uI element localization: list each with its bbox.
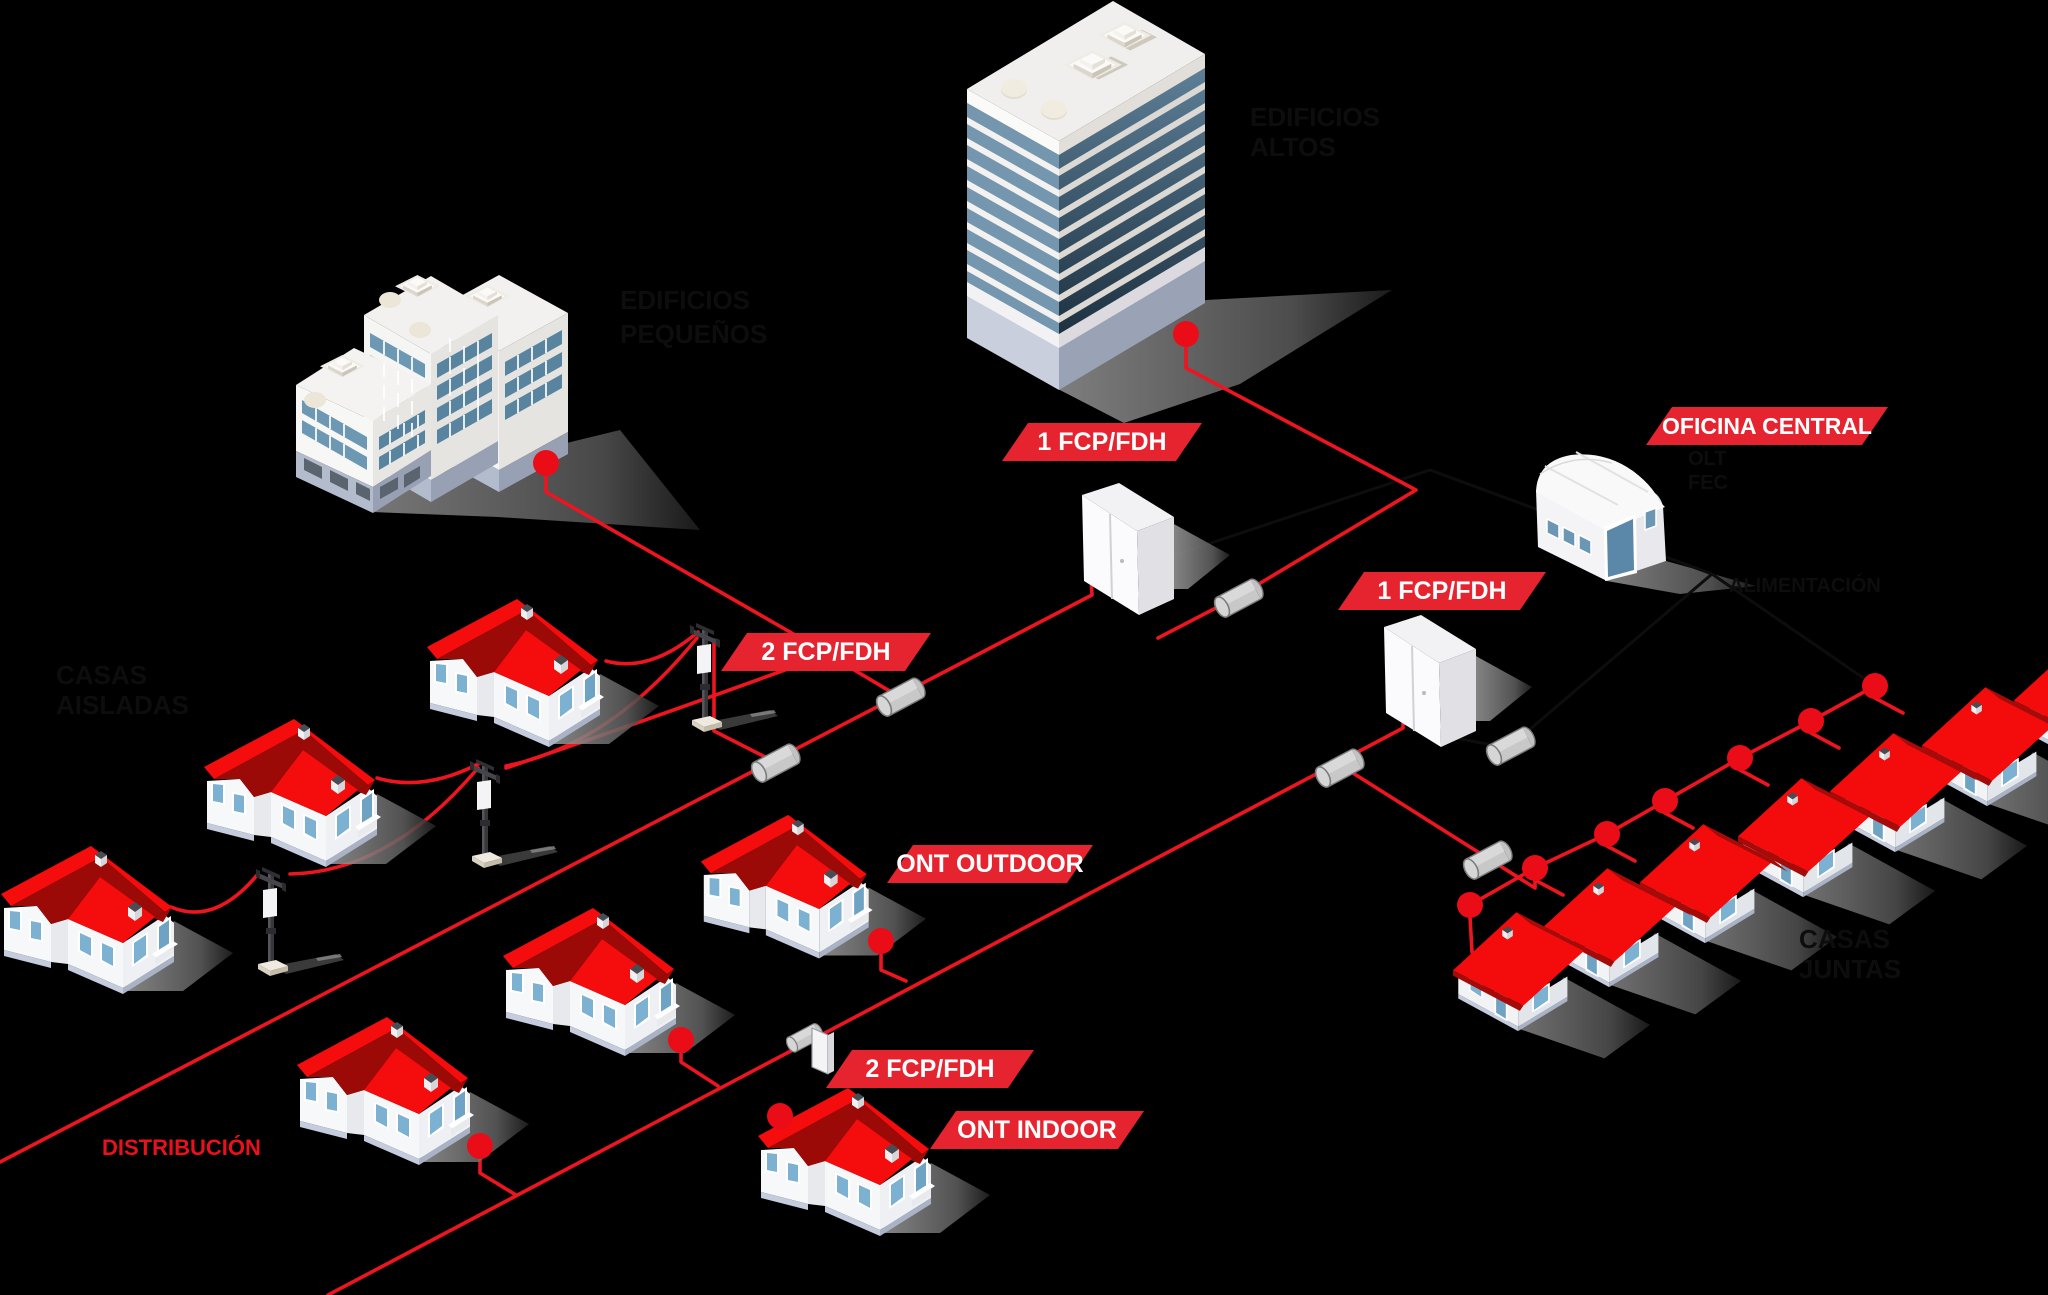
svg-text:1 FCP/FDH: 1 FCP/FDH [1037,428,1166,456]
svg-text:ONT INDOOR: ONT INDOOR [957,1116,1117,1144]
svg-text:ALTOS: ALTOS [1250,132,1336,162]
svg-text:ALIMENTACIÓN: ALIMENTACIÓN [1729,573,1881,597]
svg-text:CASAS: CASAS [1799,924,1890,954]
svg-text:2 FCP/FDH: 2 FCP/FDH [761,638,890,666]
svg-text:1 FCP/FDH: 1 FCP/FDH [1377,577,1506,605]
svg-text:DISTRIBUCIÓN: DISTRIBUCIÓN [102,1135,261,1160]
svg-text:EDIFICIOS: EDIFICIOS [620,285,750,315]
svg-text:JUNTAS: JUNTAS [1799,954,1901,984]
svg-text:2 FCP/FDH: 2 FCP/FDH [865,1055,994,1083]
svg-text:AISLADAS: AISLADAS [56,690,189,720]
svg-text:FEC: FEC [1688,472,1728,494]
svg-text:CASAS: CASAS [56,660,147,690]
svg-text:EDIFICIOS: EDIFICIOS [1250,102,1380,132]
svg-text:OLT: OLT [1688,448,1727,470]
svg-text:OFICINA CENTRAL: OFICINA CENTRAL [1662,413,1872,439]
svg-text:PEQUEÑOS: PEQUEÑOS [620,319,767,349]
svg-text:ONT OUTDOOR: ONT OUTDOOR [896,850,1084,878]
